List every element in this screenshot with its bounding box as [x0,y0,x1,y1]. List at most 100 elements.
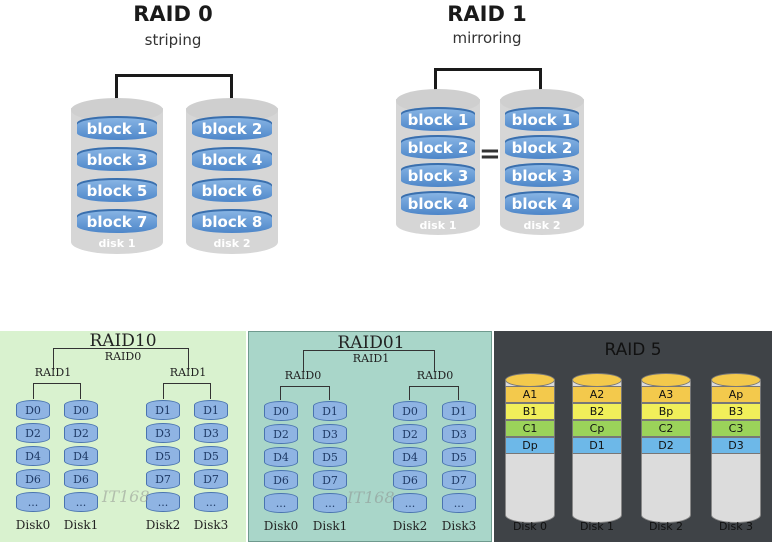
raid10-cell: ... [194,492,228,512]
raid5-cell: A3 [641,386,691,403]
raid0-connector-top [115,74,233,77]
raid1-block: block 3 [401,163,475,187]
raid01-disk-label: Disk0 [263,519,299,533]
raid01-cell: D0 [393,401,427,421]
raid01-cell: D2 [393,424,427,444]
raid10-top-label: RAID0 [104,350,142,363]
raid5-cell: B1 [505,403,555,420]
raid01-disk-label: Disk2 [392,519,428,533]
raid5-disk-label: Disk 2 [648,520,684,533]
raid10-watermark: IT168 [102,487,150,506]
raid01-cell: D3 [442,424,476,444]
raid01-cell: ... [313,493,347,513]
raid5-cell: Bp [641,403,691,420]
raid10-cell: D3 [194,423,228,443]
raid01-cell: D6 [393,470,427,490]
raid5-cell: A2 [572,386,622,403]
raid5-disk-3: Ap B3 C3 D3 [711,373,761,523]
raid10-cell: D7 [146,469,180,489]
raid10-cell: D6 [64,469,98,489]
raid1-connector-top [434,68,542,71]
raid10-cell: D5 [146,446,180,466]
raid01-cell: ... [393,493,427,513]
raid5-cell: C3 [711,420,761,437]
raid1-disk-1: block 1 block 2 block 3 block 4 disk 1 [396,89,488,235]
raid0-disk-label: disk 2 [213,237,251,250]
raid01-title: RAID01 [337,333,405,353]
raid10-cell: D6 [16,469,50,489]
raid10-cell: ... [16,492,50,512]
raid5-title: RAID 5 [604,340,662,360]
raid10-cell: D2 [16,423,50,443]
raid01-cell: D7 [313,470,347,490]
raid10-cell: D7 [194,469,228,489]
raid01-group-label-1: RAID0 [284,369,322,382]
raid01-cell: D1 [442,401,476,421]
raid5-disk-2: A3 Bp C2 D2 [641,373,691,523]
raid1-connector-left [434,70,437,100]
raid10-disk-label: Disk0 [15,518,51,532]
raid10-title: RAID10 [89,331,157,351]
raid1-disk-label: disk 2 [523,219,561,232]
raid1-disk-2: block 1 block 2 block 3 block 4 disk 2 [500,89,592,235]
raid1-disk-label: disk 1 [419,219,457,232]
raid5-disk-label: Disk 3 [718,520,754,533]
raid5-cell: B2 [572,403,622,420]
raid01-cell: ... [442,493,476,513]
raid1-subtitle: mirroring [452,29,522,47]
raid1-block: block 1 [505,107,579,131]
raid10-cell: D4 [64,446,98,466]
raid10-cell: D1 [194,400,228,420]
raid10-cell: D0 [16,400,50,420]
raid01-cell: D1 [313,401,347,421]
raid1-block: block 2 [401,135,475,159]
raid0-block: block 8 [192,209,272,233]
raid0-disk-label: disk 1 [98,237,136,250]
raid0-block: block 1 [77,116,157,140]
raid5-disk-label: Disk 1 [579,520,615,533]
raid01-cell: D7 [442,470,476,490]
raid10-cell: D4 [16,446,50,466]
raid5-cell: D3 [711,437,761,454]
raid10-group-label-1: RAID1 [34,366,72,379]
raid1-block: block 1 [401,107,475,131]
raid0-subtitle: striping [144,31,202,49]
raid1-block: block 4 [505,191,579,215]
raid5-disk-0: A1 B1 C1 Dp [505,373,555,523]
raid10-cell: ... [64,492,98,512]
raid10-disk-label: Disk2 [145,518,181,532]
raid1-block: block 2 [505,135,579,159]
raid10-panel: RAID10 RAID0 RAID1 RAID1 D0 D2 D4 D6 ...… [0,331,246,542]
raid01-watermark: IT168 [347,488,395,507]
raid0-block: block 6 [192,178,272,202]
raid1-block: block 4 [401,191,475,215]
raid01-top-label: RAID1 [352,352,390,365]
raid01-panel: RAID01 RAID1 RAID0 RAID0 D0 D2 D4 D6 ...… [248,331,492,542]
raid0-disk-2: block 2 block 4 block 6 block 8 disk 2 [186,98,278,254]
raid5-cell: D1 [572,437,622,454]
raid10-cell: ... [146,492,180,512]
raid01-group-label-2: RAID0 [416,369,454,382]
raid5-cell: A1 [505,386,555,403]
raid5-cell: Cp [572,420,622,437]
raid0-title: RAID 0 [133,2,213,26]
raid01-cell: D5 [442,447,476,467]
raid0-block: block 2 [192,116,272,140]
raid1-equals-sign: = [479,139,501,169]
raid10-cell: D1 [146,400,180,420]
raid5-disk-label: Disk 0 [512,520,548,533]
raid5-cell: C1 [505,420,555,437]
raid10-group-label-2: RAID1 [169,366,207,379]
raid0-connector-right [230,76,233,112]
raid0-block: block 7 [77,209,157,233]
raid01-cell: D5 [313,447,347,467]
raid5-panel: RAID 5 A1 B1 C1 Dp A2 B2 Cp D1 A3 Bp C2 … [494,331,772,542]
raid0-block: block 4 [192,147,272,171]
raid10-cell: D5 [194,446,228,466]
raid5-cell: C2 [641,420,691,437]
raid01-cell: D6 [264,470,298,490]
raid1-title: RAID 1 [447,2,527,26]
raid10-cell: D3 [146,423,180,443]
raid01-cell: D0 [264,401,298,421]
raid01-cell: D4 [393,447,427,467]
